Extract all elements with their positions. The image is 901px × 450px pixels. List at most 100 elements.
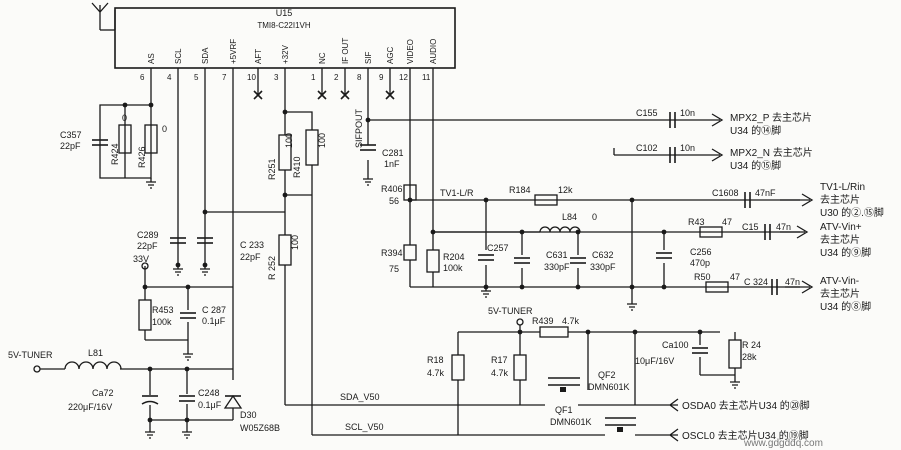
- cap-c631: [514, 257, 530, 264]
- label-qf2: QF2: [598, 370, 616, 380]
- label-c287-value: 0.1μF: [202, 316, 226, 326]
- label-c256: C256: [690, 247, 712, 257]
- output-arrows: [665, 113, 814, 442]
- ground-symbol: [627, 300, 637, 311]
- label-c287: C 287: [202, 305, 226, 315]
- label-scl-v50: SCL_V50: [345, 422, 384, 432]
- junction-dot: [575, 284, 581, 290]
- label-r18-value: 4.7k: [427, 368, 445, 378]
- label-c281-value: 1nF: [384, 159, 400, 169]
- resistor-r204: [426, 249, 440, 273]
- capacitors: [92, 112, 778, 405]
- label-r251: R251: [267, 158, 277, 180]
- terminal-33v: [141, 262, 149, 270]
- cap-c281: [360, 144, 376, 151]
- ground-symbol: [146, 178, 156, 189]
- cap-c256: [656, 252, 672, 259]
- junction-dots: [122, 102, 703, 423]
- label-c257: C257: [487, 243, 509, 253]
- junction-dot: [629, 284, 635, 290]
- ground-symbol: [145, 428, 155, 439]
- label-r184-value: 12k: [558, 185, 573, 195]
- ic-pin-number: 10: [247, 73, 256, 82]
- label-ca72: Ca72: [92, 388, 114, 398]
- label-tv1-lrin-pin: U30 的②.⑮脚: [820, 206, 884, 219]
- resistor-r24: [728, 339, 742, 369]
- label-r17: R17: [491, 355, 508, 365]
- label-r24: R 24: [742, 340, 761, 350]
- junction-dot: [122, 102, 128, 108]
- ic-pin-number: 7: [222, 73, 227, 82]
- label-d30-value: W05Z68B: [240, 423, 280, 433]
- ground-symbol: [200, 265, 210, 276]
- mosfet-qf1: [605, 417, 636, 432]
- antenna-symbol: [91, 2, 116, 31]
- label-c248-value: 0.1μF: [198, 400, 222, 410]
- label-c102-value: 10n: [680, 143, 695, 153]
- ic-pin-name: VIDEO: [406, 39, 415, 64]
- label-mpx2n: MPX2_N 去主芯片: [730, 146, 813, 159]
- cap-c257: [478, 254, 494, 261]
- resistor-r426: [144, 124, 158, 154]
- ic-pin-number: 1: [311, 73, 316, 82]
- label-c15: C15: [742, 222, 759, 232]
- label-c632-value: 330pF: [590, 262, 616, 272]
- ic-pin-name: +32V: [281, 44, 290, 64]
- label-c631-value: 330pF: [544, 262, 570, 272]
- no-connect-mark: [317, 90, 327, 100]
- ic-pin-number: 12: [399, 73, 408, 82]
- label-atv-vinp-dest: 去主芯片: [820, 233, 860, 246]
- ic-pin-number: 2: [334, 73, 339, 82]
- cap-c102: [669, 147, 676, 163]
- label-r17-value: 4.7k: [491, 368, 509, 378]
- label-33v: 33V: [133, 254, 149, 264]
- ground-symbol: [182, 428, 192, 439]
- inductor-l81: [64, 361, 122, 370]
- label-c324: C 324: [744, 277, 768, 287]
- label-r439: R439: [532, 316, 554, 326]
- junction-dot: [519, 284, 525, 290]
- ground-symbol: [481, 287, 491, 298]
- label-r394-value: 75: [389, 264, 399, 274]
- resistor-r50: [705, 281, 729, 293]
- ic-pin-number: 5: [194, 73, 199, 82]
- junction-dot: [632, 329, 638, 335]
- label-tv1-lrin: TV1-L/Rin: [820, 182, 865, 193]
- label-oscl0: OSCL0 去主芯片U34 的⑲脚: [682, 429, 809, 442]
- ic-pin-number: 11: [422, 73, 431, 82]
- label-l84: L84: [562, 212, 577, 222]
- label-c289: C289: [137, 230, 159, 240]
- junction-dot: [184, 366, 190, 372]
- cap-c248: [179, 395, 195, 402]
- ic-pin-name: AGC: [386, 46, 395, 64]
- label-r439-value: 4.7k: [562, 316, 580, 326]
- cap-c155: [669, 112, 676, 128]
- label-r424: R424: [110, 143, 120, 165]
- label-r410: R410: [292, 156, 302, 178]
- label-5v-tuner-left: 5V-TUNER: [8, 350, 53, 360]
- resistor-r184: [534, 194, 558, 206]
- resistor-r410: [305, 129, 319, 166]
- label-ca100-value: 10μF/16V: [635, 356, 674, 366]
- label-r426-value: 0: [162, 124, 167, 134]
- label-c1608-value: 47nF: [755, 188, 776, 198]
- ic-pin-name: SCL: [174, 48, 183, 64]
- no-connect-mark: [340, 90, 350, 100]
- label-atv-vinp-pin: U34 的⑨脚: [820, 246, 871, 259]
- label-r426: R426: [137, 146, 147, 168]
- junction-dot: [282, 109, 288, 115]
- cap-c1608: [744, 192, 751, 208]
- watermark: www.gdgddq.com: [743, 438, 823, 449]
- junction-dot: [661, 284, 667, 290]
- label-c281: C281: [382, 148, 404, 158]
- label-r453-value: 100k: [152, 317, 172, 327]
- ground-symbol: [173, 265, 183, 276]
- junction-dot: [629, 197, 635, 203]
- cap-ca100: [692, 347, 708, 354]
- label-c155-value: 10n: [680, 108, 695, 118]
- resistor-r453: [138, 299, 152, 331]
- label-qf1-value: DMN601K: [550, 417, 592, 427]
- ground-symbol: [183, 350, 193, 361]
- ic-pin-name: IF OUT: [341, 38, 350, 64]
- label-tv1-lrin-dest: 去主芯片: [820, 193, 860, 206]
